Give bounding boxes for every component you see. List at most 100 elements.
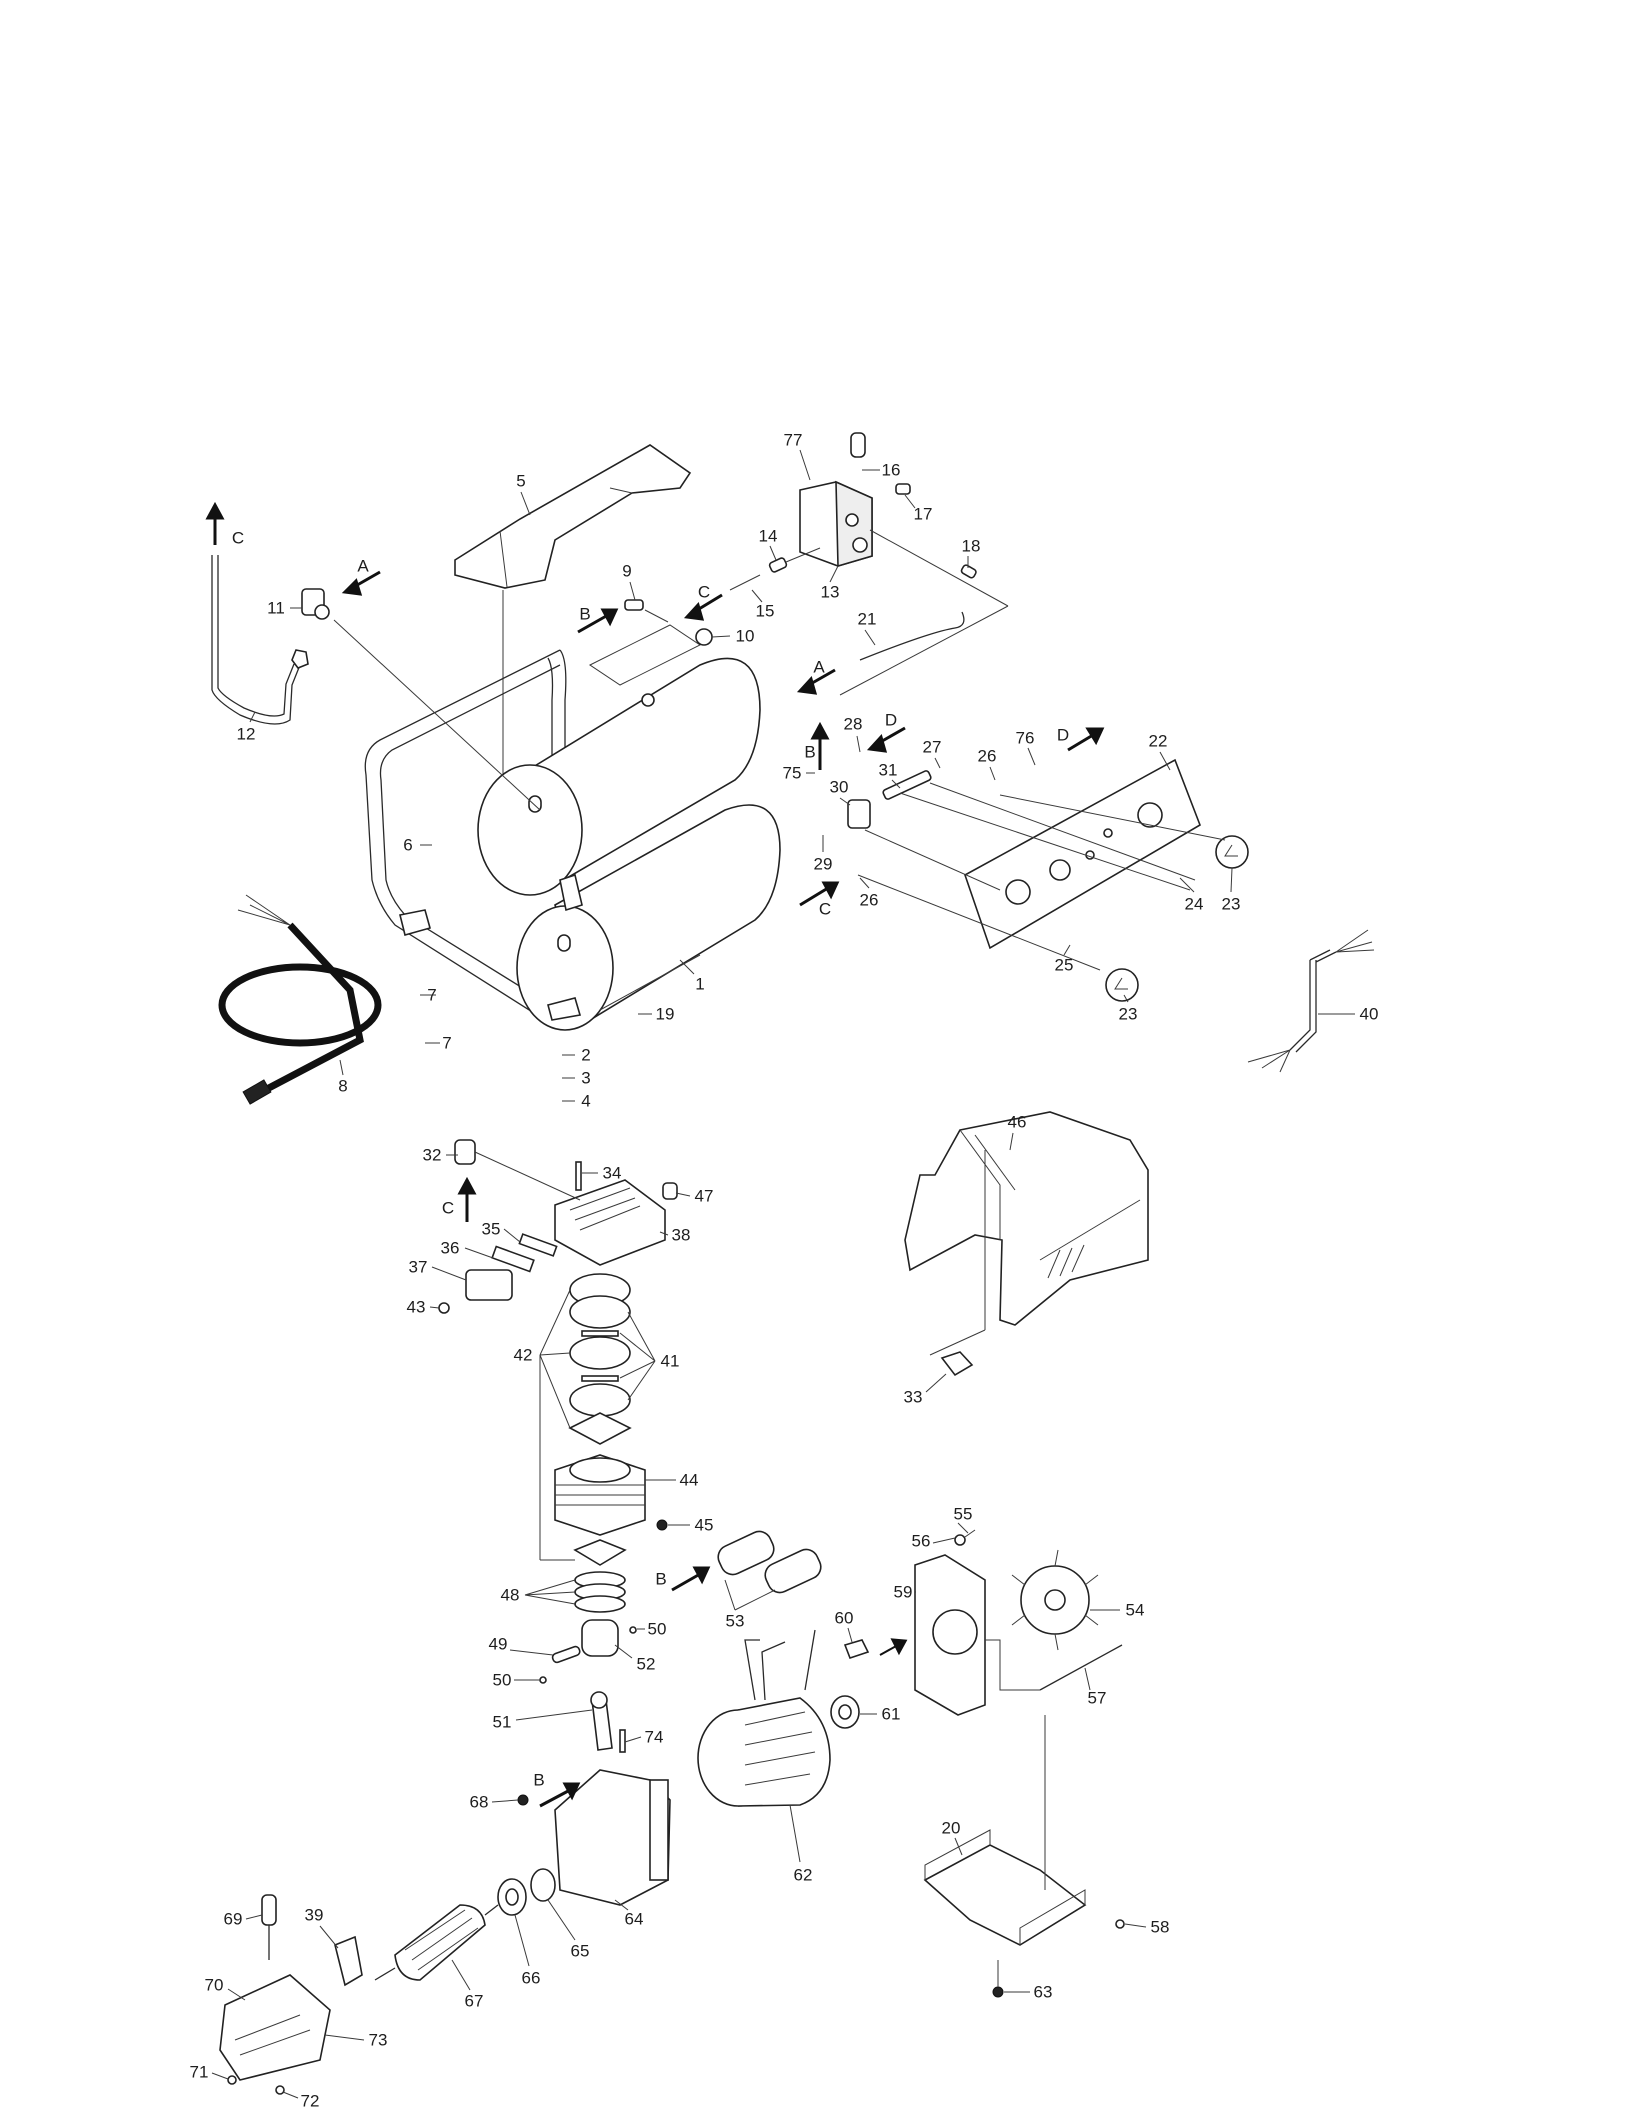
part-number-label: 47 (694, 1186, 714, 1206)
carry-handle-part (454, 444, 692, 790)
part-number-label: 51 (492, 1712, 512, 1732)
part-number-label: 69 (223, 1909, 243, 1929)
part-number-label: 6 (403, 835, 413, 855)
flow-arrows (205, 501, 1105, 1808)
part-number-label: 7 (427, 985, 437, 1005)
tank-assembly-part (364, 624, 781, 1031)
part-number-label: 46 (1007, 1112, 1027, 1132)
part-number-label: 73 (368, 2030, 388, 2050)
power-cord-part (218, 894, 382, 1105)
flow-connection-marker: B (579, 604, 591, 624)
part-number-label: 52 (636, 1654, 656, 1674)
part-number-label: 27 (922, 737, 942, 757)
part-number-label: 22 (1148, 731, 1168, 751)
part-number-label: 15 (755, 601, 775, 621)
part-number-label: 23 (1221, 894, 1241, 914)
flow-connection-marker: C (441, 1198, 455, 1218)
part-number-label: 59 (893, 1582, 913, 1602)
part-number-label: 41 (660, 1351, 680, 1371)
part-number-label: 21 (857, 609, 877, 629)
part-number-label: 11 (267, 598, 285, 618)
flow-connection-marker: D (884, 710, 898, 730)
wiring-harness-part (1247, 929, 1375, 1073)
part-number-label: 53 (725, 1611, 745, 1631)
part-number-label: 38 (671, 1225, 691, 1245)
part-number-label: 10 (735, 626, 755, 646)
leader-lines (211, 449, 1355, 2099)
part-number-label: 32 (422, 1145, 442, 1165)
part-number-label: 31 (878, 760, 898, 780)
part-number-label: 17 (913, 504, 933, 524)
part-number-label: 7 (442, 1033, 452, 1053)
part-number-label: 1 (695, 974, 705, 994)
part-number-label: 19 (655, 1004, 675, 1024)
flow-connection-marker: B (533, 1770, 545, 1790)
flow-connection-marker: B (655, 1569, 667, 1589)
part-number-label: 39 (304, 1905, 324, 1925)
base-plate-part (923, 1715, 1125, 1998)
part-number-label: 49 (488, 1634, 508, 1654)
flow-connection-marker: B (804, 742, 816, 762)
part-number-label: 57 (1087, 1688, 1107, 1708)
part-number-label: 63 (1033, 1982, 1053, 2002)
part-number-label: 45 (694, 1515, 714, 1535)
part-number-label: 30 (829, 777, 849, 797)
part-number-label: 40 (1359, 1004, 1379, 1024)
part-number-label: 62 (793, 1865, 813, 1885)
part-number-label: 23 (1118, 1004, 1138, 1024)
flow-connection-marker: C (818, 899, 832, 919)
part-number-label: 25 (1054, 955, 1074, 975)
part-number-label: 20 (941, 1818, 961, 1838)
part-number-label: 12 (236, 724, 256, 744)
part-number-label: 2 (581, 1045, 591, 1065)
flow-connection-marker: A (813, 657, 825, 677)
part-number-label: 70 (204, 1975, 224, 1995)
part-number-label: 4 (581, 1091, 591, 1111)
part-number-label: 66 (521, 1968, 541, 1988)
part-number-label: 28 (843, 714, 863, 734)
part-number-label: 67 (464, 1991, 484, 2011)
part-number-label: 24 (1184, 894, 1204, 914)
part-number-label: 50 (492, 1670, 512, 1690)
motor-shroud-part (904, 1111, 1149, 1377)
gauge-panel-part (847, 758, 1249, 1002)
part-number-label: 8 (338, 1076, 348, 1096)
part-number-label: 35 (481, 1219, 501, 1239)
part-number-label: 42 (513, 1345, 533, 1365)
part-number-label: 75 (782, 763, 802, 783)
part-number-label: 5 (516, 471, 526, 491)
part-number-label: 26 (859, 890, 879, 910)
part-number-label: 43 (406, 1297, 426, 1317)
flow-connection-marker: C (697, 582, 711, 602)
part-number-label: 3 (581, 1068, 591, 1088)
part-number-label: 77 (783, 430, 803, 450)
part-number-label: 58 (1150, 1917, 1170, 1937)
part-number-label: 18 (961, 536, 981, 556)
part-number-label: 60 (834, 1608, 854, 1628)
part-number-label: 56 (911, 1531, 931, 1551)
cylinder-piston-part (539, 1454, 668, 1753)
motor-stator-part (697, 1629, 860, 1807)
part-number-label: 36 (440, 1238, 460, 1258)
part-number-label: 34 (602, 1163, 622, 1183)
motor-end-bell-part (843, 1529, 1123, 1716)
part-number-label: 61 (881, 1704, 901, 1724)
part-number-label: 48 (500, 1585, 520, 1605)
part-number-label: 74 (644, 1727, 664, 1747)
part-number-label: 33 (903, 1387, 923, 1407)
part-number-label: 76 (1015, 728, 1035, 748)
part-number-label: 68 (469, 1792, 489, 1812)
part-number-label: 14 (758, 526, 778, 546)
part-number-label: 54 (1125, 1600, 1145, 1620)
part-number-label: 26 (977, 746, 997, 766)
part-number-label: 29 (813, 854, 833, 874)
part-number-label: 71 (189, 2062, 209, 2082)
part-number-label: 55 (953, 1504, 973, 1524)
capacitors-part (717, 1530, 822, 1594)
part-number-label: 50 (647, 1619, 667, 1639)
part-number-label: 64 (624, 1909, 644, 1929)
flow-connection-marker: C (231, 528, 245, 548)
part-number-label: 16 (881, 460, 901, 480)
